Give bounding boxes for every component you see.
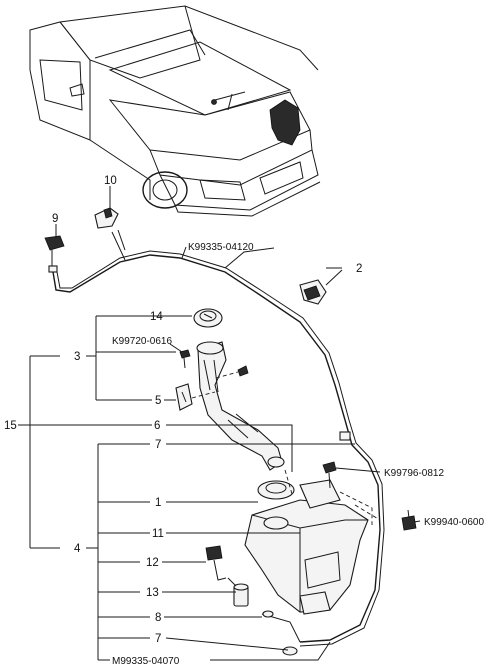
label-10: 10 [104, 175, 117, 187]
label-11: 11 [152, 528, 164, 540]
code-hose-lower: M99335-04070 [112, 656, 180, 667]
car-illustration [29, 5, 321, 217]
label-3: 3 [74, 351, 80, 363]
part-14-shape [193, 308, 223, 328]
label-8: 8 [155, 612, 161, 624]
code-hose-upper: K99335-04120 [188, 242, 254, 253]
part-9-shape [44, 226, 65, 273]
part-5-shape [175, 383, 216, 411]
label-13: 13 [146, 587, 159, 599]
leader-lines [18, 186, 421, 661]
upper-hose [52, 229, 350, 421]
filler-neck [196, 341, 285, 471]
code-bolt-tank: K99796-0812 [384, 468, 444, 479]
code-bolt-neck: K99720-0616 [112, 336, 172, 347]
label-7-bottom: 7 [155, 633, 161, 645]
callout-labels: 10 9 2 14 3 5 15 6 7 1 11 4 12 13 8 7 [4, 175, 362, 645]
label-2: 2 [356, 263, 362, 275]
label-15: 15 [4, 420, 17, 432]
label-14: 14 [150, 311, 163, 323]
label-5: 5 [155, 395, 161, 407]
label-9: 9 [52, 213, 58, 225]
part-code-labels: K99335-04120 K99720-0616 K99796-0812 K99… [112, 242, 484, 667]
bolt-neck-shape [179, 349, 191, 369]
clip-shape [401, 509, 417, 531]
label-1: 1 [155, 497, 161, 509]
label-12: 12 [146, 557, 159, 569]
part-2-shape [299, 269, 343, 305]
part-1-shape [257, 480, 295, 500]
part-12-shape [205, 545, 227, 581]
label-6: 6 [154, 420, 160, 432]
label-7-top: 7 [155, 439, 161, 451]
part-13-shape [227, 577, 249, 607]
label-4: 4 [74, 543, 81, 555]
lower-hose [261, 419, 385, 656]
bolt-tank-shape [322, 461, 337, 489]
washer-tank [244, 469, 381, 615]
part-10-shape [94, 186, 119, 229]
code-clip: K99940-0600 [424, 517, 484, 528]
